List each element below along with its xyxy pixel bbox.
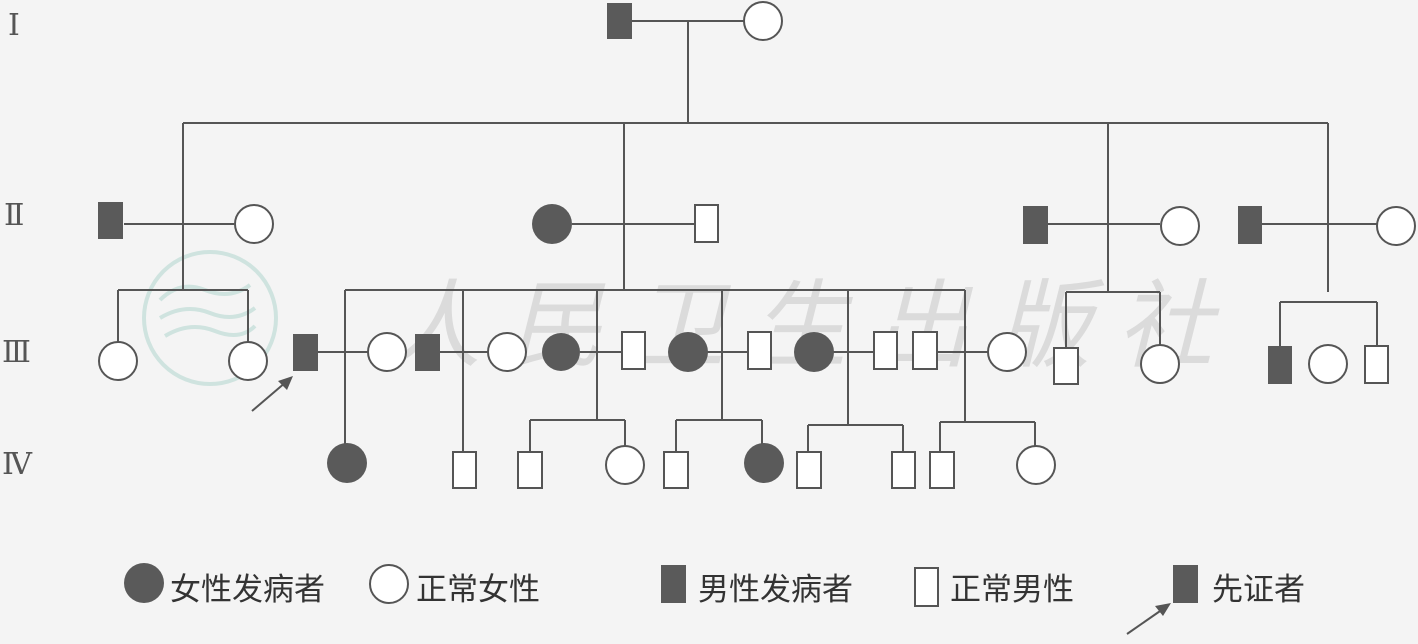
normal-male [1364,345,1389,384]
affected-female [794,332,834,372]
affected-female [668,332,708,372]
normal-male [912,331,938,370]
affected-female [327,443,367,483]
legend-label-normal-female: 正常女性 [416,572,540,608]
normal-male [796,451,822,489]
normal-female [743,1,783,41]
normal-female [987,332,1027,372]
normal-female [1160,206,1200,246]
normal-female [1376,206,1416,246]
affected-male [1268,346,1292,384]
normal-male [621,331,646,370]
normal-female [605,445,645,485]
legend-proband-arrow [1126,603,1171,635]
affected-male [1023,206,1048,244]
generation-label-3: Ⅲ [2,336,31,369]
affected-female [744,443,784,483]
legend-label-proband: 先证者 [1212,572,1305,608]
normal-male [694,204,719,243]
normal-male [452,451,477,489]
normal-female [487,332,527,372]
normal-female [1140,344,1180,384]
generation-label-2: Ⅱ [4,199,25,232]
normal-female [98,341,138,381]
normal-male [663,451,689,489]
normal-female [228,341,268,381]
normal-male [747,331,772,370]
legend-affected-female-symbol [124,563,164,603]
normal-male [1053,347,1079,385]
legend-proband-symbol [1173,565,1198,603]
generation-label-4: Ⅳ [2,448,32,481]
legend-affected-male-symbol [661,565,686,603]
affected-male [98,202,123,239]
legend-normal-male-symbol [914,567,939,607]
normal-female [1308,344,1348,384]
normal-female [234,204,274,244]
legend-label-affected-male: 男性发病者 [698,572,853,608]
proband-arrow [251,376,293,412]
generation-label-1: Ⅰ [8,9,20,42]
proband-affected-male [293,334,318,371]
affected-male [607,3,632,39]
legend-normal-female-symbol [369,564,409,604]
normal-male [873,331,898,370]
affected-male [1238,206,1262,244]
normal-male [517,451,543,489]
legend-label-normal-male: 正常男性 [950,572,1074,608]
affected-male [415,334,440,371]
affected-female [542,333,580,371]
normal-male [891,451,916,489]
connector-lines [117,20,1378,452]
affected-female [532,204,572,244]
normal-female [1016,445,1056,485]
normal-male [929,451,955,489]
normal-female [367,332,407,372]
legend-label-affected-female: 女性发病者 [170,572,325,608]
